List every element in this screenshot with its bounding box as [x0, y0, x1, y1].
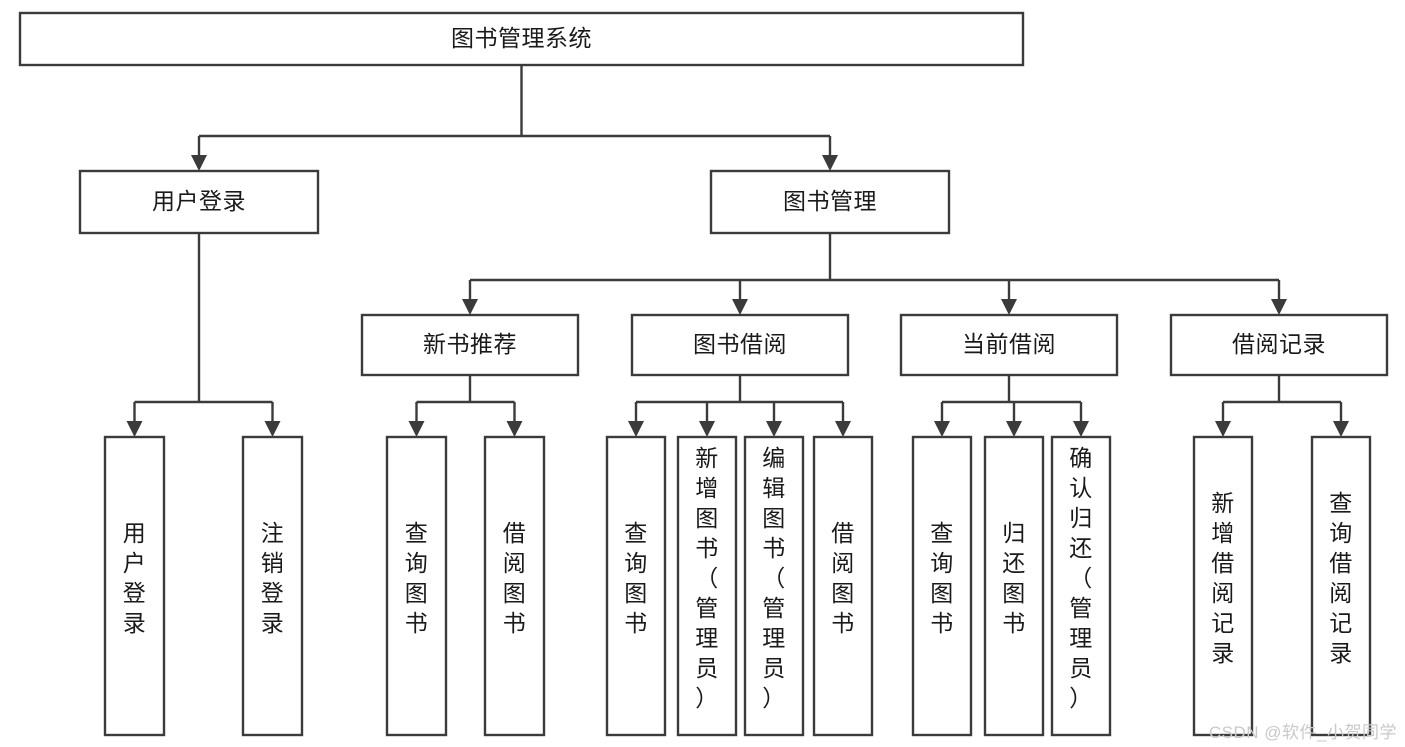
- node-layer: 图书管理系统用户登录用户登录注销登录图书管理新书推荐查询图书借阅图书图书借阅查询…: [18, 11, 1389, 737]
- arrow-head-icon: [1333, 421, 1349, 437]
- node-borrow-book-1[interactable]: 借阅图书: [483, 435, 546, 737]
- node-label-confirm-return-admin: 确认归还（管理员）: [1069, 445, 1093, 711]
- node-new-book-recommend[interactable]: 新书推荐: [360, 313, 580, 377]
- node-box-book-management[interactable]: [709, 169, 951, 235]
- arrow-head-icon: [1215, 421, 1231, 437]
- node-label-edit-book-admin: 编辑图书（管理员）: [762, 445, 786, 711]
- node-label-add-book-admin: 新增图书（管理员）: [695, 445, 719, 711]
- node-current-borrow[interactable]: 当前借阅: [899, 313, 1119, 377]
- node-label-borrow-book-1: 借阅图书: [503, 520, 527, 636]
- node-return-book[interactable]: 归还图书: [983, 435, 1045, 737]
- node-box-add-borrow-record[interactable]: [1192, 435, 1254, 737]
- arrow-head-icon: [822, 155, 838, 171]
- arrow-head-icon: [628, 421, 644, 437]
- arrow-head-icon: [264, 421, 281, 437]
- node-label-user-logout: 注销登录: [261, 520, 285, 636]
- node-borrow-book-2[interactable]: 借阅图书: [812, 435, 874, 737]
- node-query-book-1[interactable]: 查询图书: [385, 435, 448, 737]
- node-box-user-login[interactable]: [78, 169, 320, 235]
- node-label-borrow-book-2: 借阅图书: [831, 520, 855, 636]
- node-label-query-book-1: 查询图书: [405, 520, 429, 636]
- arrow-head-icon: [835, 421, 851, 437]
- node-box-query-book-3[interactable]: [911, 435, 973, 737]
- node-label-new-book-recommend: 新书推荐: [423, 331, 517, 357]
- node-query-book-3[interactable]: 查询图书: [911, 435, 973, 737]
- arrow-head-icon: [1001, 299, 1017, 315]
- node-box-current-borrow[interactable]: [899, 313, 1119, 377]
- node-box-book-borrow[interactable]: [630, 313, 850, 377]
- csdn-watermark: CSDN @软件_小贺同学: [1208, 723, 1397, 742]
- arrow-head-icon: [126, 421, 143, 437]
- arrow-head-icon: [934, 421, 950, 437]
- node-box-return-book[interactable]: [983, 435, 1045, 737]
- arrow-head-icon: [506, 421, 523, 437]
- arrow-head-icon: [408, 421, 425, 437]
- node-book-management[interactable]: 图书管理: [709, 169, 951, 235]
- connector-layer: [126, 65, 1349, 437]
- node-label-add-borrow-record: 新增借阅记录: [1211, 490, 1235, 666]
- node-box-new-book-recommend[interactable]: [360, 313, 580, 377]
- node-box-user-login-do[interactable]: [103, 435, 166, 737]
- node-label-book-borrow: 图书借阅: [693, 331, 787, 357]
- arrow-head-icon: [1073, 421, 1089, 437]
- node-box-query-book-1[interactable]: [385, 435, 448, 737]
- node-box-query-borrow-record[interactable]: [1310, 435, 1372, 737]
- node-confirm-return-admin[interactable]: 确认归还（管理员）: [1050, 435, 1112, 737]
- node-box-user-logout[interactable]: [241, 435, 304, 737]
- node-label-borrow-record: 借阅记录: [1232, 331, 1326, 357]
- arrow-head-icon: [766, 421, 782, 437]
- node-label-user-login: 用户登录: [152, 188, 246, 214]
- node-label-query-borrow-record: 查询借阅记录: [1329, 490, 1353, 666]
- node-borrow-record[interactable]: 借阅记录: [1169, 313, 1389, 377]
- arrow-head-icon: [732, 299, 748, 315]
- node-box-root[interactable]: [18, 11, 1025, 67]
- node-book-borrow[interactable]: 图书借阅: [630, 313, 850, 377]
- node-box-borrow-record[interactable]: [1169, 313, 1389, 377]
- node-box-add-book-admin[interactable]: [676, 435, 738, 737]
- node-box-edit-book-admin[interactable]: [743, 435, 805, 737]
- node-root[interactable]: 图书管理系统: [18, 11, 1025, 67]
- node-user-login-do[interactable]: 用户登录: [103, 435, 166, 737]
- node-query-borrow-record[interactable]: 查询借阅记录: [1310, 435, 1372, 737]
- node-label-current-borrow: 当前借阅: [962, 331, 1056, 357]
- arrow-head-icon: [462, 299, 478, 315]
- node-label-root: 图书管理系统: [451, 25, 592, 51]
- node-user-logout[interactable]: 注销登录: [241, 435, 304, 737]
- node-user-login[interactable]: 用户登录: [78, 169, 320, 235]
- node-box-borrow-book-1[interactable]: [483, 435, 546, 737]
- arrow-head-icon: [191, 155, 207, 171]
- node-box-borrow-book-2[interactable]: [812, 435, 874, 737]
- node-label-query-book-2: 查询图书: [624, 520, 648, 636]
- node-box-query-book-2[interactable]: [605, 435, 667, 737]
- arrow-head-icon: [699, 421, 715, 437]
- node-label-query-book-3: 查询图书: [930, 520, 954, 636]
- node-label-return-book: 归还图书: [1002, 520, 1026, 636]
- node-add-borrow-record[interactable]: 新增借阅记录: [1192, 435, 1254, 737]
- node-label-user-login-do: 用户登录: [123, 520, 147, 636]
- arrow-head-icon: [1006, 421, 1022, 437]
- node-box-confirm-return-admin[interactable]: [1050, 435, 1112, 737]
- node-label-book-management: 图书管理: [783, 188, 877, 214]
- node-query-book-2[interactable]: 查询图书: [605, 435, 667, 737]
- node-add-book-admin[interactable]: 新增图书（管理员）: [676, 435, 738, 737]
- node-edit-book-admin[interactable]: 编辑图书（管理员）: [743, 435, 805, 737]
- arrow-head-icon: [1271, 299, 1287, 315]
